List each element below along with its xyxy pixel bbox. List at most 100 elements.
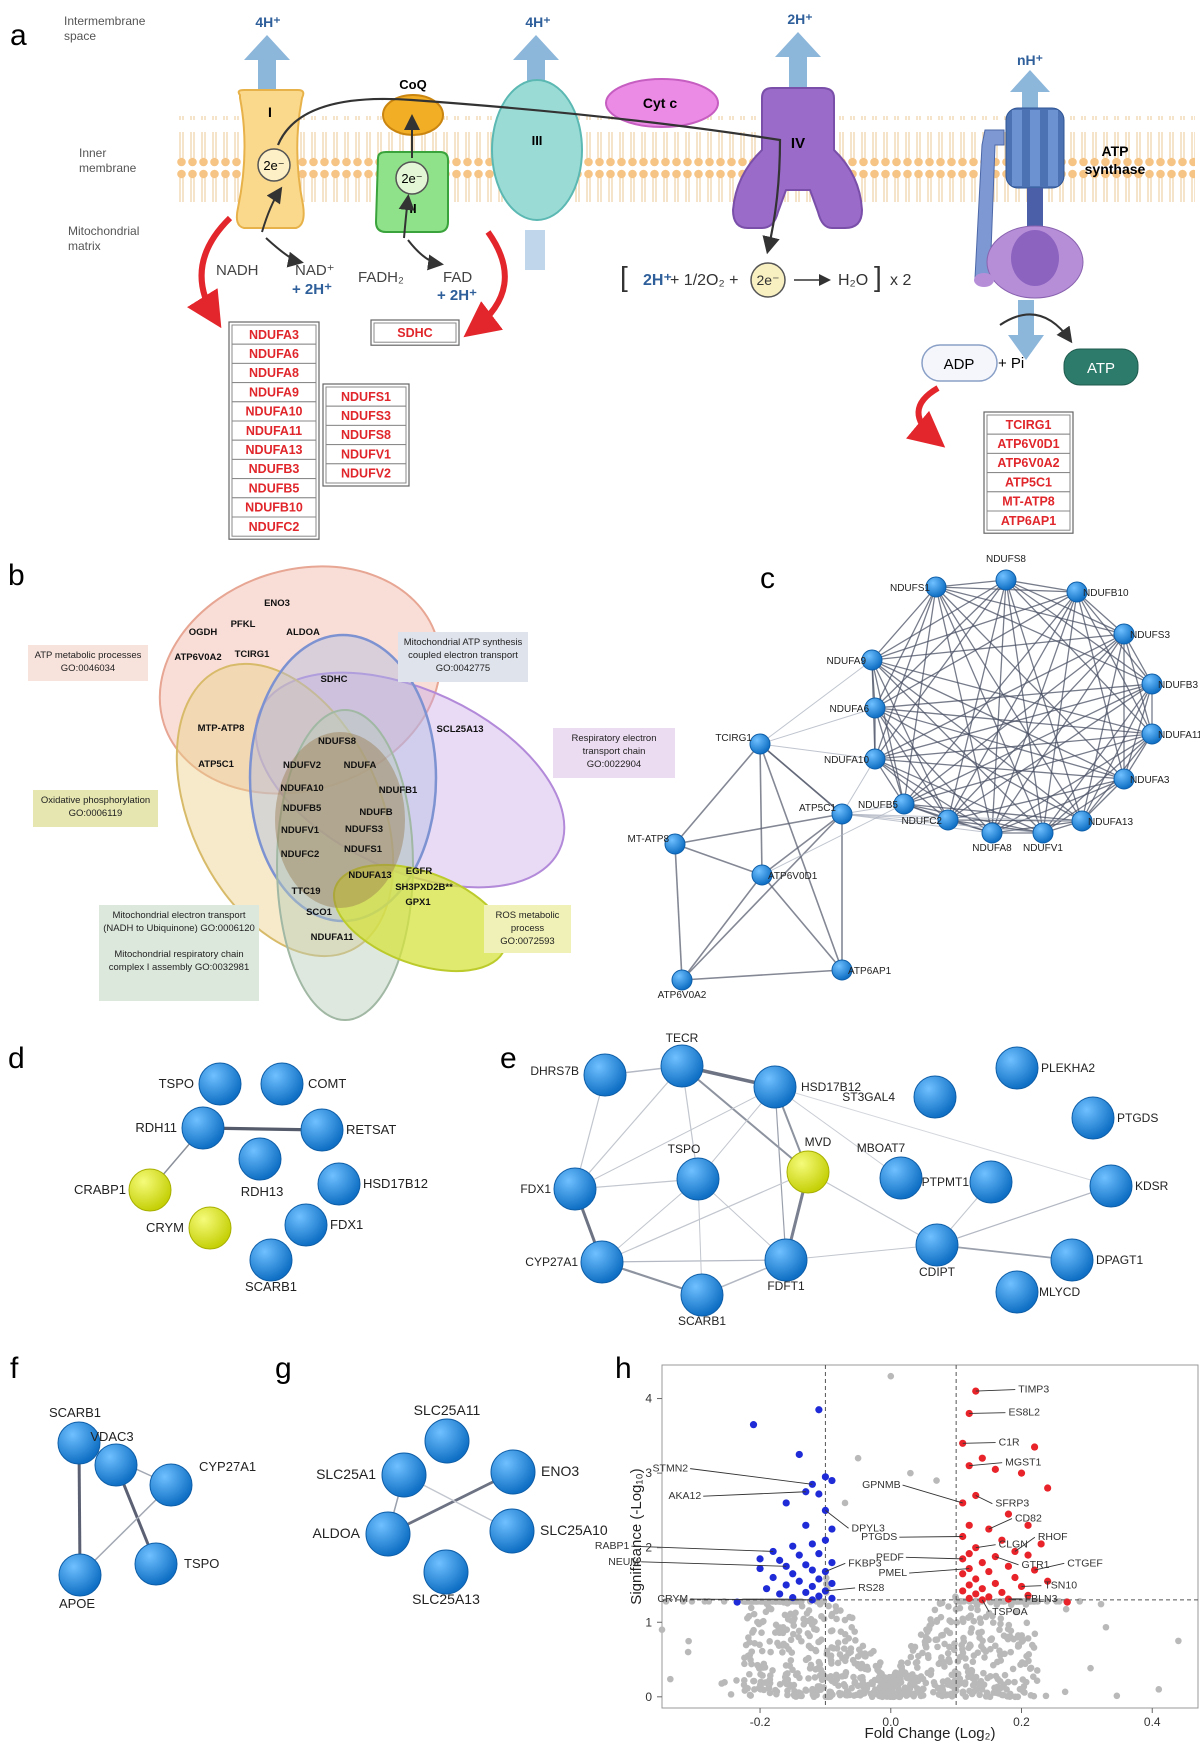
point-ns [788, 1649, 796, 1656]
network-edge [759, 707, 876, 745]
point-up [1037, 1540, 1045, 1548]
network-edge [387, 1470, 514, 1536]
svg-text:space: space [64, 29, 96, 43]
node-ndufs1 [925, 576, 947, 598]
node-label-scarb1: SCARB1 [678, 1314, 726, 1328]
point-label-fkbp3: FKBP3 [848, 1557, 881, 1569]
point-down [769, 1573, 777, 1582]
venn-genes: ENO3OGDHPFKLALDOATCIRG1ATP6V0A2SDHCSCL25… [174, 598, 483, 943]
point-ns [887, 1686, 895, 1694]
point-ns [754, 1618, 761, 1626]
point-down [756, 1564, 764, 1573]
point-ns [917, 1673, 925, 1680]
adp-pill [921, 344, 998, 382]
x-axis-label: Fold Change (Log₂) [865, 1725, 996, 1742]
gene-label-ndufb3: NDUFB3 [249, 462, 300, 476]
point-ns [1014, 1693, 1022, 1701]
point-up [998, 1536, 1006, 1544]
network-edge [871, 659, 1125, 780]
node-label-fdx1: FDX1 [330, 1217, 363, 1232]
node-ndufb3 [1141, 673, 1163, 695]
point-ns [1023, 1619, 1031, 1627]
point-ns [854, 1454, 862, 1462]
point-ns [1014, 1633, 1021, 1641]
point-up [1044, 1577, 1052, 1585]
venn-category-boxes: ATP metabolic processesGO:0046034Mitocho… [28, 632, 675, 1001]
point-ns [996, 1626, 1003, 1634]
node-hsd17b12 [753, 1065, 797, 1109]
node-kdsr [1089, 1164, 1133, 1208]
category-box-line: Mitochondrial electron transport [112, 910, 245, 921]
complexII-gene-table: SDHC [370, 319, 460, 346]
point-ns [828, 1627, 836, 1634]
point-ns [962, 1663, 970, 1670]
node-aldoa [365, 1511, 411, 1557]
venn-gene-ndufb1: NDUFB1 [379, 785, 418, 796]
point-ns [825, 1602, 832, 1610]
network-edge [874, 707, 905, 805]
point-ns [933, 1616, 941, 1624]
point-ns [987, 1672, 994, 1680]
point-ns [874, 1666, 881, 1674]
point-ns [864, 1681, 872, 1689]
protons-atp-synthase: nH⁺ [1017, 52, 1043, 68]
venn-gene-ndufb: NDUFB [359, 807, 392, 818]
node-label-ndufa6: NDUFA6 [830, 704, 870, 715]
fad-protons-label: + 2H⁺ [437, 287, 477, 304]
panel-b: b ATP metabolic processesGO:0046034Mitoc… [8, 559, 675, 1021]
node-ndufa11 [1141, 723, 1163, 745]
point-ns [906, 1685, 914, 1693]
network-edge [761, 874, 843, 971]
point-down [828, 1558, 836, 1567]
node-ndufs8 [995, 569, 1017, 591]
point-ns [769, 1598, 777, 1605]
node-label-vdac3: VDAC3 [90, 1429, 133, 1444]
point-ns [969, 1658, 977, 1666]
gene-label-ndufa3: NDUFA3 [249, 328, 299, 342]
point-label-timp3: TIMP3 [1018, 1384, 1049, 1396]
network-e: TECRDHRS7BHSD17B12ST3GAL4PLEKHA2PTGDSTSP… [520, 1031, 1168, 1328]
point-ns [921, 1638, 929, 1646]
point-ns [914, 1685, 921, 1692]
point-down [795, 1551, 803, 1559]
network-edge [681, 813, 843, 981]
point-down [821, 1536, 830, 1544]
point-ns [773, 1690, 780, 1698]
gene-label-sdhc: SDHC [397, 326, 432, 340]
point-down [782, 1562, 790, 1570]
point-ns [867, 1650, 875, 1657]
point-ns [961, 1680, 969, 1688]
node-label-ndufa8: NDUFA8 [972, 843, 1012, 854]
venn-gene-atp6v0a2: ATP6V0A2 [174, 652, 221, 663]
label-leader [825, 1562, 846, 1572]
category-box-line: transport chain [583, 746, 646, 757]
point-ns [1033, 1667, 1041, 1674]
point-down [808, 1566, 816, 1574]
node-ndufa10 [864, 748, 886, 770]
point-ns [994, 1683, 1001, 1691]
node-label-atp6ap1: ATP6AP1 [848, 966, 892, 977]
node-label-tecr: TECR [666, 1031, 699, 1045]
node-ndufa3 [1113, 768, 1135, 790]
node-label-mlycd: MLYCD [1039, 1285, 1080, 1299]
point-ns [815, 1638, 822, 1646]
node-label-atp5c1: ATP5C1 [799, 803, 836, 814]
category-box-line: Respiratory electron [571, 733, 656, 744]
node-atp5c1 [831, 803, 853, 825]
point-ns [818, 1675, 826, 1682]
panel-d-letter: d [8, 1042, 25, 1075]
point-ns [881, 1675, 888, 1683]
node-retsat [300, 1108, 344, 1152]
network-edge [874, 579, 1007, 760]
node-mt-atp8 [664, 833, 686, 855]
point-ns [931, 1606, 939, 1614]
point-ns [805, 1675, 812, 1682]
complex-I-label: I [268, 104, 272, 120]
point-ns [812, 1647, 820, 1655]
point-ns [956, 1604, 964, 1612]
node-label-slc25a13: SLC25A13 [412, 1591, 480, 1607]
point-ns [754, 1661, 761, 1669]
network-edge [935, 586, 1044, 834]
